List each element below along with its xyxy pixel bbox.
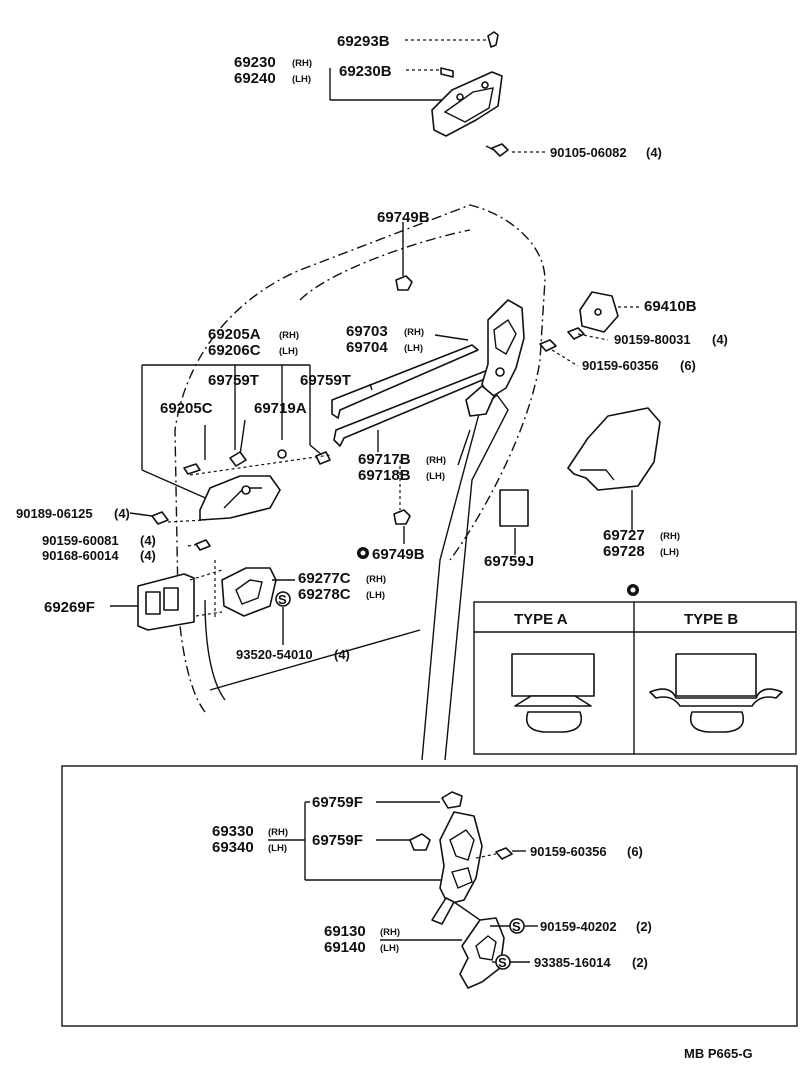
label-93520-54010-qty: (4) <box>334 647 350 662</box>
label-69727-rh: (RH) <box>660 531 680 542</box>
type-a-grommet <box>511 653 595 733</box>
label-69717B-rh: (RH) <box>426 455 446 466</box>
s-mark-90159-40202: S <box>512 919 521 934</box>
label-90159-60081-qty: (4) <box>140 533 156 548</box>
label-69759F-a: 69759F <box>312 794 363 811</box>
label-69205A: 69205A <box>208 326 261 343</box>
label-69718B-lh: (LH) <box>426 471 445 482</box>
label-69703-rh: (RH) <box>404 327 424 338</box>
label-69278C: 69278C <box>298 586 351 603</box>
label-69340-lh: (LH) <box>268 843 287 854</box>
label-69727: 69727 <box>603 527 645 544</box>
label-69269F: 69269F <box>44 599 95 616</box>
rods <box>331 344 493 447</box>
label-90159-60356-bottom: 90159-60356 <box>530 844 607 859</box>
label-69140: 69140 <box>324 939 366 956</box>
label-69717B: 69717B <box>358 451 411 468</box>
type-b-grommet <box>649 653 783 733</box>
label-69759F-b: 69759F <box>312 832 363 849</box>
label-69719A: 69719A <box>254 400 307 417</box>
label-93385-16014: 93385-16014 <box>534 955 611 970</box>
label-69206C-lh: (LH) <box>279 346 298 357</box>
rear-lock-assembly <box>465 299 525 417</box>
screw-90105-shape <box>491 143 509 157</box>
label-69749B-top: 69749B <box>377 209 430 226</box>
label-69340: 69340 <box>212 839 254 856</box>
label-90159-40202-qty: (2) <box>636 919 652 934</box>
label-69130-rh: (RH) <box>380 927 400 938</box>
label-69703: 69703 <box>346 323 388 340</box>
label-90189-06125: 90189-06125 <box>16 506 93 521</box>
label-90168-60014-qty: (4) <box>140 548 156 563</box>
lock-control-69130-shape <box>459 917 505 989</box>
outside-handle-shape <box>431 71 503 137</box>
label-69206C: 69206C <box>208 342 261 359</box>
rear-channel <box>421 393 509 761</box>
label-69728: 69728 <box>603 543 645 560</box>
label-69240: 69240 <box>234 70 276 87</box>
bolt-69230B-shape <box>440 67 454 78</box>
handle-bezel-69277C <box>221 567 277 617</box>
label-90105-06082: 90105-06082 <box>550 145 627 160</box>
bottom-lock-box: S S 69759F 69330 (RH) 69340 (LH) 69759F … <box>61 765 798 1027</box>
clips-69749B <box>393 222 413 544</box>
label-69728-lh: (LH) <box>660 547 679 558</box>
label-93520-54010: 93520-54010 <box>236 647 313 662</box>
outside-handle-assembly: 69293B 69230 (RH) 69240 (LH) 69230B 9010… <box>234 31 662 160</box>
type-table: TYPE A TYPE B <box>473 601 797 755</box>
label-90159-80031: 90159-80031 <box>614 332 691 347</box>
door-labels: 69749B 69410B 90159-80031 (4) 90159-6035… <box>16 209 728 662</box>
label-69230: 69230 <box>234 54 276 71</box>
label-69130: 69130 <box>324 923 366 940</box>
label-69718B: 69718B <box>358 467 411 484</box>
striker-69410B <box>539 291 640 367</box>
label-69230B: 69230B <box>339 63 392 80</box>
label-90159-60356-bottom-qty: (6) <box>627 844 643 859</box>
s-mark-93520: S <box>278 592 287 607</box>
label-90159-80031-qty: (4) <box>712 332 728 347</box>
diagram-code: MB P665-G <box>684 1046 753 1061</box>
type-a-header: TYPE A <box>514 611 568 628</box>
inside-handle-area: S <box>110 364 331 645</box>
label-69278C-lh: (LH) <box>366 590 385 601</box>
label-69240-lh: (LH) <box>292 74 311 85</box>
label-69140-lh: (LH) <box>380 943 399 954</box>
s-mark-93385-16014: S <box>498 955 507 970</box>
label-90105-06082-qty: (4) <box>646 145 662 160</box>
label-69704: 69704 <box>346 339 388 356</box>
type-b-header: TYPE B <box>684 611 738 628</box>
label-90159-60356: 90159-60356 <box>582 358 659 373</box>
label-69759J: 69759J <box>484 553 534 570</box>
leader-lines <box>129 334 469 517</box>
lock-cover-69727 <box>567 407 661 530</box>
label-69205C: 69205C <box>160 400 213 417</box>
clip-69293B-shape <box>487 31 499 48</box>
label-90168-60014: 90168-60014 <box>42 548 119 563</box>
label-69759T-b: 69759T <box>300 372 351 389</box>
label-69330: 69330 <box>212 823 254 840</box>
label-69293B: 69293B <box>337 33 390 50</box>
label-90159-40202: 90159-40202 <box>540 919 617 934</box>
label-69330-rh: (RH) <box>268 827 288 838</box>
label-69749B-mid: 69749B <box>372 546 425 563</box>
label-69277C: 69277C <box>298 570 351 587</box>
label-69230-rh: (RH) <box>292 58 312 69</box>
label-69205A-rh: (RH) <box>279 330 299 341</box>
label-69759T-a: 69759T <box>208 372 259 389</box>
label-69277C-rh: (RH) <box>366 574 386 585</box>
label-90189-06125-qty: (4) <box>114 506 130 521</box>
label-69410B: 69410B <box>644 298 697 315</box>
label-93385-16014-qty: (2) <box>632 955 648 970</box>
pad-69759J <box>499 489 529 527</box>
label-90159-60356-qty: (6) <box>680 358 696 373</box>
rod-69703-shape <box>331 344 479 419</box>
inside-handle-shape <box>199 475 281 521</box>
label-90159-60081: 90159-60081 <box>42 533 119 548</box>
label-69704-lh: (LH) <box>404 343 423 354</box>
